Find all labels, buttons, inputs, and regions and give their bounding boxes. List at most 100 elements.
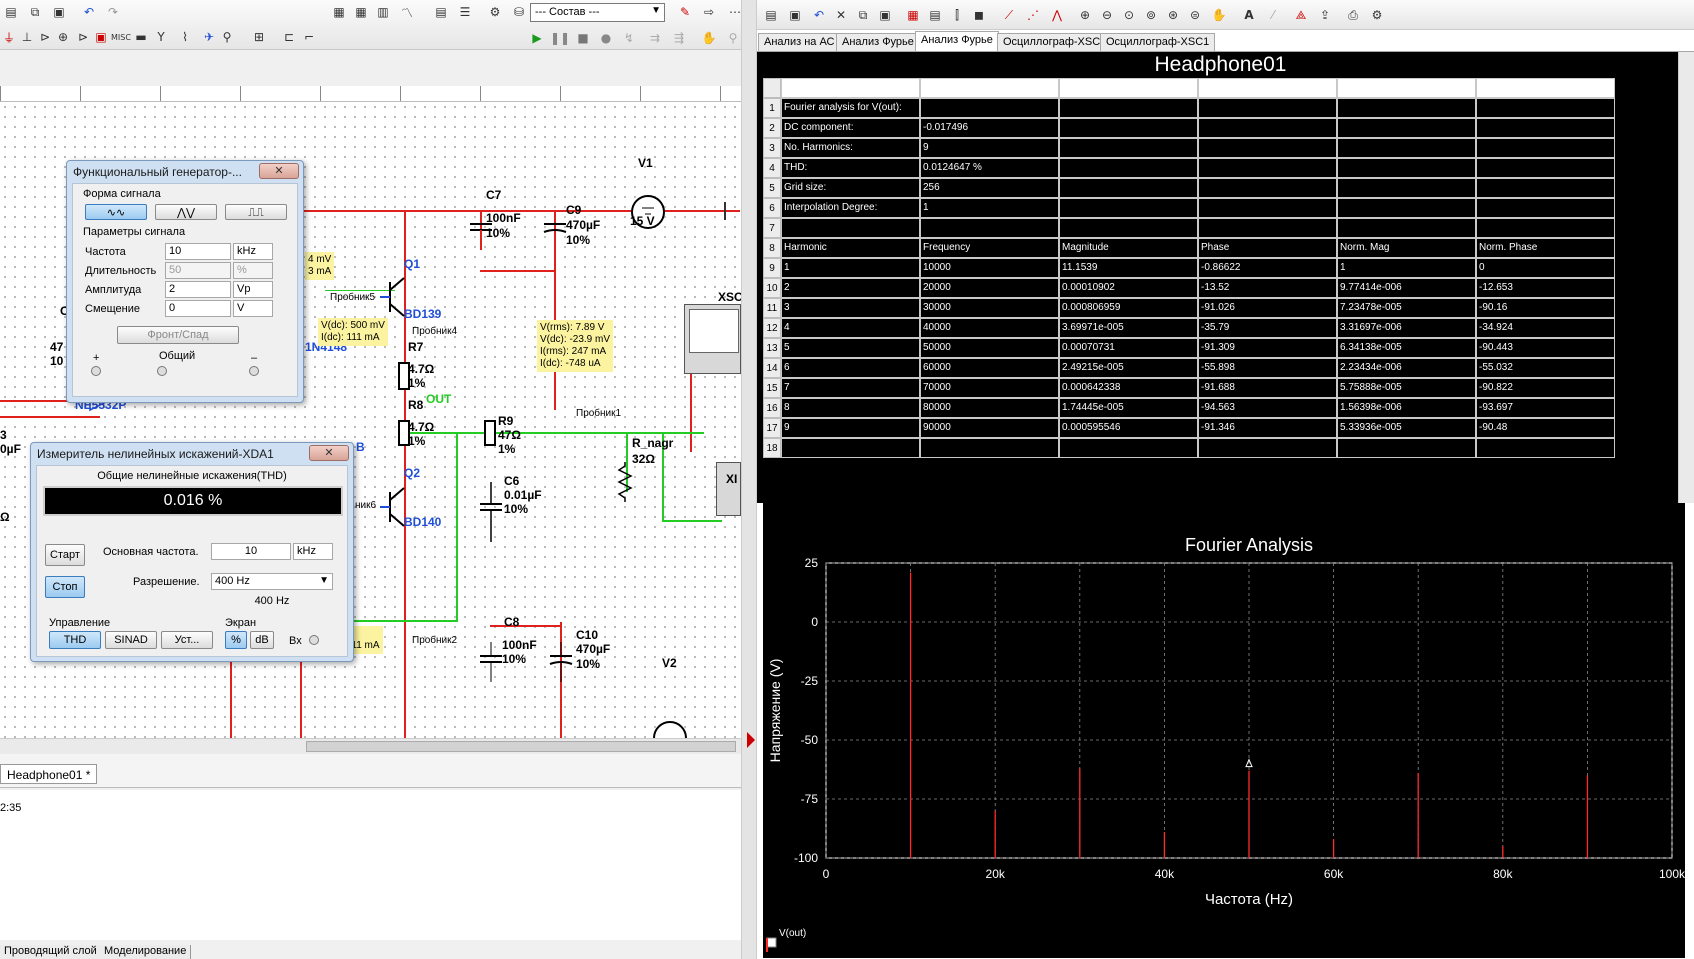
table-cell[interactable] [1059, 118, 1198, 138]
table-cell[interactable]: 0.000595546 [1059, 418, 1198, 438]
copy-icon[interactable]: ⧉ [30, 4, 40, 19]
table-cell[interactable]: 7.23478e-005 [1337, 298, 1476, 318]
table-cell[interactable]: -55.898 [1198, 358, 1337, 378]
table-cell[interactable] [1059, 218, 1198, 238]
table-row-number[interactable]: 5 [763, 178, 781, 198]
undo-icon[interactable]: ↶ [813, 8, 825, 22]
table-cell[interactable]: 50000 [920, 338, 1059, 358]
table-row-number[interactable]: 7 [763, 218, 781, 238]
table-cell[interactable] [1476, 178, 1615, 198]
freq-unit[interactable]: kHz [233, 243, 273, 260]
amp-input[interactable]: 2 [165, 281, 231, 298]
table-cell[interactable] [920, 78, 1059, 98]
table-cell[interactable]: 0 [1476, 258, 1615, 278]
table-cell[interactable] [1337, 78, 1476, 98]
tab-scope-1[interactable]: Осциллограф-XSC1 [997, 33, 1113, 51]
probe2-label[interactable]: Пробник2 [412, 635, 458, 646]
table-cell[interactable]: 3 [781, 298, 920, 318]
table-cell[interactable]: 20000 [920, 278, 1059, 298]
table-cell[interactable] [1059, 98, 1198, 118]
table-cell[interactable] [1198, 218, 1337, 238]
ttl-icon[interactable]: ▣ [95, 30, 107, 44]
table-cell[interactable] [1198, 118, 1337, 138]
table-cell[interactable]: 5.33936e-005 [1337, 418, 1476, 438]
tab-ac-analysis[interactable]: Анализ на АС [758, 33, 841, 51]
table-row-number[interactable] [763, 78, 781, 98]
zoom-area-icon[interactable]: ⊙ [1123, 8, 1135, 22]
desc-icon[interactable]: ▥ [377, 5, 389, 19]
splitter[interactable] [741, 0, 757, 959]
zoom-y-icon[interactable]: ⊜ [1189, 8, 1201, 22]
power-icon[interactable]: ⌇ [182, 30, 188, 44]
analysis-icon[interactable]: 〽 [400, 5, 413, 20]
table-cell[interactable]: 256 [920, 178, 1059, 198]
table-cell[interactable]: 5 [781, 338, 920, 358]
doc-tab-headphone01[interactable]: Headphone01 * [0, 764, 98, 784]
table-cell[interactable]: 1.56398e-006 [1337, 398, 1476, 418]
table-cell[interactable] [920, 438, 1059, 458]
table-cell[interactable]: -34.924 [1476, 318, 1615, 338]
database-icon[interactable]: ⛁ [513, 5, 525, 19]
table-cell[interactable] [1198, 98, 1337, 118]
table-cell[interactable] [1476, 158, 1615, 178]
calc-icon[interactable]: ▤ [435, 5, 447, 19]
hand-icon[interactable]: ✋ [701, 31, 717, 45]
table-cell[interactable]: 60000 [920, 358, 1059, 378]
table-cell[interactable]: Harmonic [781, 238, 920, 258]
table-cell[interactable] [920, 98, 1059, 118]
text-icon[interactable]: A [1244, 8, 1254, 22]
table-row-number[interactable]: 11 [763, 298, 781, 318]
sinad-mode-button[interactable]: SINAD [105, 631, 157, 649]
export-icon[interactable]: ⇪ [1319, 8, 1331, 22]
table-cell[interactable]: 1 [920, 198, 1059, 218]
cut-icon[interactable]: ✕ [835, 8, 847, 22]
table-cell[interactable]: 0.000806959 [1059, 298, 1198, 318]
tab-scope-2[interactable]: Осциллограф-XSC1 [1100, 33, 1216, 51]
table-row-number[interactable]: 1 [763, 98, 781, 118]
component-icon[interactable]: ⚙ [489, 5, 501, 19]
fund-freq-unit[interactable]: kHz [293, 543, 333, 560]
table-cell[interactable] [1476, 218, 1615, 238]
db-button[interactable]: dB [250, 631, 274, 649]
markers-icon[interactable]: ⋀ [1052, 8, 1062, 22]
tab-fourier-1[interactable]: Анализ Фурье [836, 33, 920, 51]
points-icon[interactable]: ⋰ [1027, 8, 1039, 22]
redo-icon[interactable]: ↷ [107, 5, 119, 19]
probe-icon[interactable]: ✎ [679, 5, 691, 19]
table-cell[interactable]: 7 [781, 378, 920, 398]
table-cell[interactable]: Phase [1198, 238, 1337, 258]
table-cell[interactable]: 0.0124647 % [920, 158, 1059, 178]
table-cell[interactable] [1059, 138, 1198, 158]
table-cell[interactable]: -0.86622 [1198, 258, 1337, 278]
legend-icon[interactable]: ▤ [929, 8, 941, 22]
save-icon[interactable]: ▣ [789, 8, 801, 22]
table-cell[interactable]: Norm. Phase [1476, 238, 1615, 258]
table-cell[interactable]: 2.23434e-006 [1337, 358, 1476, 378]
copy-icon[interactable]: ⧉ [858, 7, 868, 22]
print-icon[interactable]: ⎙ [1348, 7, 1358, 22]
table-cell[interactable] [1059, 198, 1198, 218]
zoom-out-icon[interactable]: ⊖ [1101, 8, 1113, 22]
probe1-label[interactable]: Пробник1 [576, 408, 622, 419]
table-cell[interactable]: -90.48 [1476, 418, 1615, 438]
table-cell[interactable]: Interpolation Degree: [781, 198, 920, 218]
arrow-icon[interactable]: ⇨ [703, 5, 715, 19]
step-over-icon[interactable]: ↯ [623, 31, 635, 45]
table-cell[interactable]: 6 [781, 358, 920, 378]
table-cell[interactable]: -13.52 [1198, 278, 1337, 298]
table-cell[interactable]: Frequency [920, 238, 1059, 258]
table-cell[interactable]: -35.79 [1198, 318, 1337, 338]
table-cell[interactable] [1198, 78, 1337, 98]
probe6-label[interactable]: ник6 [355, 500, 377, 511]
paste-icon[interactable]: ▣ [53, 5, 65, 19]
step-into-icon[interactable]: ⇉ [649, 31, 661, 45]
step-icon[interactable]: ● [600, 31, 612, 45]
table-cell[interactable] [1337, 138, 1476, 158]
table-cell[interactable] [1476, 118, 1615, 138]
table-cell[interactable]: No. Harmonics: [781, 138, 920, 158]
table-row-number[interactable]: 10 [763, 278, 781, 298]
status-tab-sim[interactable]: Моделирование [100, 945, 192, 959]
table-cell[interactable] [781, 78, 920, 98]
pan-icon[interactable]: ✋ [1211, 8, 1227, 22]
